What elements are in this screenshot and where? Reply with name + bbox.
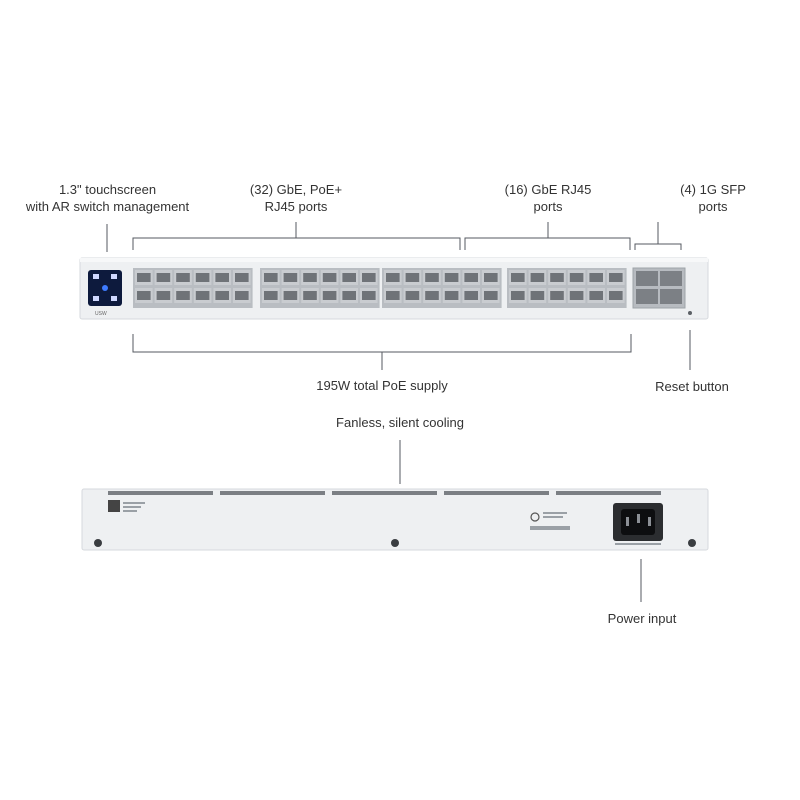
rj45-port-socket	[195, 273, 210, 282]
rj45-port-socket	[176, 291, 190, 300]
rj45-port-socket	[484, 291, 498, 300]
touchscreen-callout-line2: with AR switch management	[25, 199, 190, 214]
rj45-port-socket	[215, 291, 229, 300]
poe-ports-callout-line2: RJ45 ports	[264, 199, 328, 214]
rj45-port-socket	[386, 291, 400, 300]
rj45-port-socket	[609, 291, 623, 300]
rj45-port-socket	[342, 273, 356, 282]
rj45-port-socket	[444, 273, 459, 282]
sfp-port-cage	[632, 267, 686, 309]
rear-screw-right	[688, 539, 696, 547]
rj45-port-socket	[137, 291, 151, 300]
rear-screw-left	[94, 539, 102, 547]
rj45-port-socket	[264, 273, 278, 282]
rj45-port-socket	[342, 291, 356, 300]
front-logo: USW	[95, 311, 107, 317]
rj45-port-socket	[215, 273, 229, 282]
rj45-port-socket	[322, 273, 337, 282]
rj45-port-socket	[176, 273, 190, 282]
rj45-port-groups	[133, 268, 627, 308]
rj45-port-socket	[156, 273, 171, 282]
poe-ports-callout-line1: (32) GbE, PoE+	[249, 182, 343, 197]
poe-supply-callout: 195W total PoE supply	[316, 378, 448, 393]
gbe-ports-callout-line1: (16) GbE RJ45	[504, 182, 592, 197]
rj45-port-socket	[444, 291, 459, 300]
rj45-port-socket	[425, 291, 439, 300]
sfp-ports-callout: (4) 1G SFP ports	[670, 181, 756, 215]
sfp-ports-callout-line2: ports	[698, 199, 728, 214]
reset-button	[688, 311, 692, 315]
front-panel: USW	[79, 257, 709, 320]
touchscreen-callout: 1.3" touchscreen with AR switch manageme…	[20, 181, 195, 215]
reset-button-callout: Reset button	[655, 379, 729, 394]
port-group-1	[133, 268, 253, 308]
rj45-port-socket	[550, 291, 564, 300]
rj45-port-socket	[362, 291, 376, 300]
gbe-ports-callout-line2: ports	[533, 199, 563, 214]
touchscreen-callout-line1: 1.3" touchscreen	[58, 182, 157, 197]
port-group-3	[382, 268, 502, 308]
rj45-port-socket	[235, 273, 249, 282]
rj45-port-socket	[386, 273, 400, 282]
rear-panel	[81, 488, 709, 551]
rj45-port-socket	[303, 273, 317, 282]
callout-lines	[106, 222, 691, 602]
cooling-callout: Fanless, silent cooling	[336, 415, 464, 430]
rj45-port-socket	[283, 273, 298, 282]
rj45-port-socket	[425, 273, 439, 282]
rj45-port-socket	[550, 273, 564, 282]
rj45-port-socket	[235, 291, 249, 300]
power-input-callout: Power input	[607, 611, 677, 626]
rj45-port-socket	[195, 291, 210, 300]
brand-logo-icon	[530, 512, 540, 522]
rj45-port-socket	[405, 273, 420, 282]
rj45-port-socket	[569, 273, 584, 282]
rj45-port-socket	[405, 291, 420, 300]
rj45-port-socket	[464, 273, 478, 282]
gbe-ports-callout: (16) GbE RJ45 ports	[488, 181, 608, 215]
rj45-port-socket	[530, 273, 545, 282]
sfp-ports-callout-line1: (4) 1G SFP	[680, 182, 746, 197]
rj45-port-socket	[137, 273, 151, 282]
rj45-port-socket	[589, 291, 603, 300]
rj45-port-socket	[303, 291, 317, 300]
rj45-port-socket	[511, 273, 525, 282]
rj45-port-socket	[530, 291, 545, 300]
rj45-port-socket	[362, 273, 376, 282]
rj45-port-socket	[322, 291, 337, 300]
power-inlet	[613, 503, 663, 545]
rj45-port-socket	[264, 291, 278, 300]
rj45-port-socket	[484, 273, 498, 282]
rj45-port-socket	[156, 291, 171, 300]
rj45-port-socket	[283, 291, 298, 300]
rj45-port-socket	[511, 291, 525, 300]
poe-ports-callout: (32) GbE, PoE+ RJ45 ports	[226, 181, 366, 215]
port-group-2	[260, 268, 380, 308]
port-group-4	[507, 268, 627, 308]
rj45-port-socket	[464, 291, 478, 300]
rear-screw-center	[391, 539, 399, 547]
rj45-port-socket	[589, 273, 603, 282]
rj45-port-socket	[609, 273, 623, 282]
rj45-port-socket	[569, 291, 584, 300]
